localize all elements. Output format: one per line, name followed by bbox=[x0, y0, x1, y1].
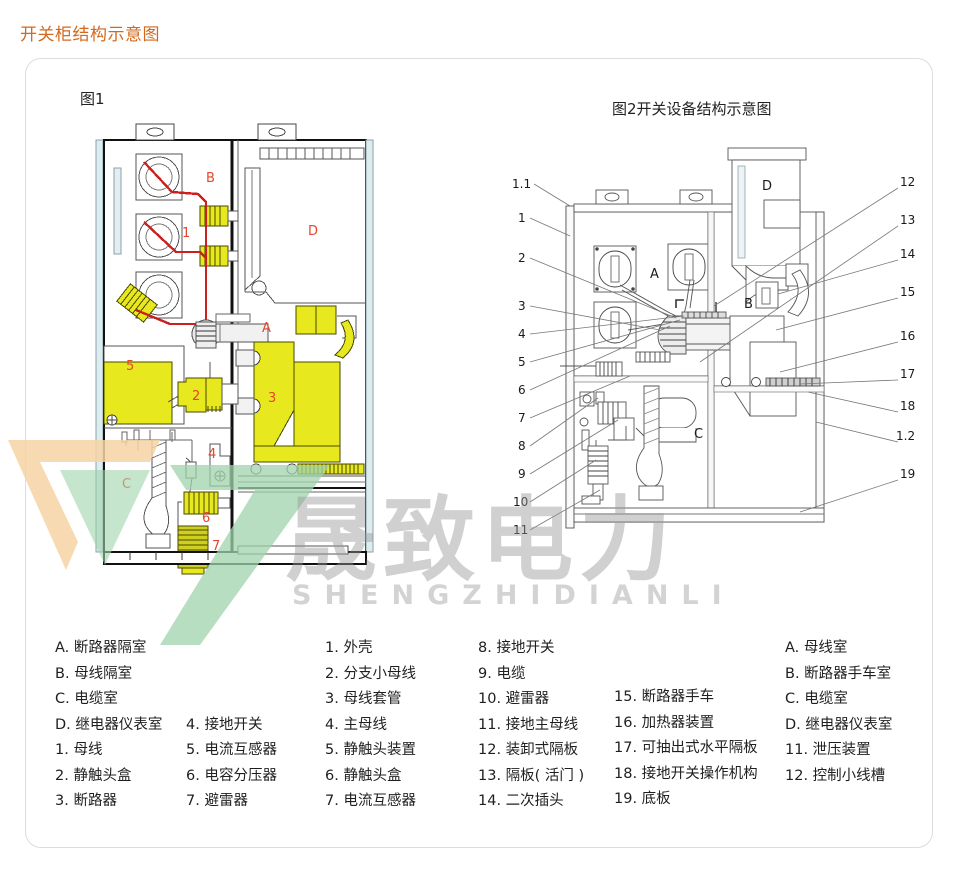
fig2-label-C: C bbox=[694, 427, 703, 442]
fig2-callout-8: 8 bbox=[518, 439, 526, 453]
legend-item: 15. 断路器手车 bbox=[614, 689, 715, 705]
fig2-callout-1.2: 1.2 bbox=[896, 429, 915, 443]
legend-column-1: 4. 接地开关 5. 电流互感器 6. 电容分压器 7. 避雷器 bbox=[186, 636, 277, 815]
legend-item: 13. 隔板( 活门 ) bbox=[478, 767, 585, 784]
legend-column-4: 15. 断路器手车 16. 加热器装置 17. 可抽出式水平隔板 18. 接地开… bbox=[614, 685, 758, 813]
fig2-callout-1.1: 1.1 bbox=[512, 177, 531, 191]
fig1-label-1: 1 bbox=[182, 226, 190, 241]
legend-item-spacer bbox=[186, 636, 277, 662]
legend-item: 3. 母线套管 bbox=[325, 691, 402, 707]
fig2-callout-6: 6 bbox=[518, 383, 526, 397]
fig2-callout-15: 15 bbox=[900, 285, 915, 299]
legend-item: 19. 底板 bbox=[614, 791, 671, 807]
fig1-label-D: D bbox=[308, 224, 318, 239]
legend-item: 2. 静触头盒 bbox=[55, 767, 132, 784]
figure1-diagram: B 1 D A 3 2 5 C 4 6 7 bbox=[95, 123, 374, 575]
fig2-callout-2: 2 bbox=[518, 251, 526, 265]
legend-item: 12. 装卸式隔板 bbox=[478, 742, 579, 758]
legend-column-3: 8. 接地开关 9. 电缆 10. 避雷器 11. 接地主母线 12. 装卸式隔… bbox=[478, 636, 584, 815]
fig2-callout-16: 16 bbox=[900, 329, 915, 343]
legend-item: A. 母线室 bbox=[785, 640, 848, 656]
fig2-callout-1: 1 bbox=[518, 211, 526, 225]
legend-item: 12. 控制小线槽 bbox=[785, 767, 886, 784]
legend: A. 断路器隔室 B. 母线隔室 C. 电缆室 D. 继电器仪表室 1. 母线 … bbox=[0, 636, 960, 816]
fig1-label-6: 6 bbox=[202, 511, 210, 526]
legend-item: 14. 二次插头 bbox=[478, 793, 564, 809]
fig1-label-5: 5 bbox=[126, 359, 134, 374]
legend-item: 4. 主母线 bbox=[325, 716, 387, 733]
legend-item: 5. 电流互感器 bbox=[186, 742, 277, 758]
legend-item: 4. 接地开关 bbox=[186, 716, 263, 733]
legend-item: D. 继电器仪表室 bbox=[55, 716, 163, 733]
legend-item-spacer bbox=[186, 687, 277, 713]
figure2-diagram: A B C D 1.1 1 2 3 4 5 6 7 8 9 10 11 12 1… bbox=[512, 147, 915, 537]
fig2-callout-12: 12 bbox=[900, 175, 915, 189]
legend-item: B. 断路器手车室 bbox=[785, 665, 892, 682]
page-title: 开关柜结构示意图 bbox=[20, 25, 160, 45]
legend-item: 9. 电缆 bbox=[478, 665, 526, 682]
fig2-label-A: A bbox=[650, 267, 659, 282]
fig2-label-B: B bbox=[744, 297, 753, 312]
legend-column-5: A. 母线室 B. 断路器手车室 C. 电缆室 D. 继电器仪表室 11. 泄压… bbox=[785, 636, 892, 789]
legend-item: 10. 避雷器 bbox=[478, 691, 550, 707]
fig2-callout-7: 7 bbox=[518, 411, 526, 425]
legend-item: C. 电缆室 bbox=[55, 691, 118, 707]
legend-item: 11. 泄压装置 bbox=[785, 742, 871, 758]
fig2-callout-14: 14 bbox=[900, 247, 915, 261]
fig2-label-D: D bbox=[762, 179, 772, 194]
figure2-caption: 图2开关设备结构示意图 bbox=[612, 100, 772, 118]
fig2-callout-18: 18 bbox=[900, 399, 915, 413]
legend-item: 16. 加热器装置 bbox=[614, 714, 715, 731]
fig2-callout-4: 4 bbox=[518, 327, 526, 341]
figure1-caption: 图1 bbox=[80, 90, 105, 108]
legend-item: 8. 接地开关 bbox=[478, 640, 555, 656]
legend-item: 1. 外壳 bbox=[325, 640, 373, 656]
legend-item: C. 电缆室 bbox=[785, 691, 848, 707]
legend-item: 2. 分支小母线 bbox=[325, 665, 416, 682]
legend-item: 1. 母线 bbox=[55, 742, 103, 758]
fig2-callout-19: 19 bbox=[900, 467, 915, 481]
legend-item: B. 母线隔室 bbox=[55, 665, 133, 682]
legend-column-2: 1. 外壳 2. 分支小母线 3. 母线套管 4. 主母线 5. 静触头装置 6… bbox=[325, 636, 416, 815]
fig1-label-C: C bbox=[122, 477, 131, 492]
fig1-label-B: B bbox=[206, 171, 215, 186]
legend-item: 6. 电容分压器 bbox=[186, 767, 277, 784]
legend-item-spacer bbox=[186, 662, 277, 688]
fig2-callout-5: 5 bbox=[518, 355, 526, 369]
legend-item: D. 继电器仪表室 bbox=[785, 716, 893, 733]
fig2-callout-3: 3 bbox=[518, 299, 526, 313]
legend-item: 7. 电流互感器 bbox=[325, 793, 416, 809]
legend-item: 18. 接地开关操作机构 bbox=[614, 765, 758, 782]
fig2-callout-13: 13 bbox=[900, 213, 915, 227]
legend-item: 6. 静触头盒 bbox=[325, 767, 402, 784]
fig1-label-A: A bbox=[262, 321, 271, 336]
fig2-callout-9: 9 bbox=[518, 467, 526, 481]
legend-item: 11. 接地主母线 bbox=[478, 716, 579, 733]
fig1-label-3: 3 bbox=[268, 391, 276, 406]
fig2-callout-11: 11 bbox=[513, 523, 528, 537]
fig2-callout-10: 10 bbox=[513, 495, 528, 509]
fig1-label-2: 2 bbox=[192, 389, 200, 404]
fig1-label-7: 7 bbox=[212, 539, 220, 554]
fig1-label-4: 4 bbox=[208, 447, 216, 462]
legend-item: 3. 断路器 bbox=[55, 793, 117, 809]
legend-item: 7. 避雷器 bbox=[186, 793, 248, 809]
legend-item: A. 断路器隔室 bbox=[55, 640, 147, 656]
fig2-callout-17: 17 bbox=[900, 367, 915, 381]
legend-item: 17. 可抽出式水平隔板 bbox=[614, 740, 758, 756]
legend-column-0: A. 断路器隔室 B. 母线隔室 C. 电缆室 D. 继电器仪表室 1. 母线 … bbox=[55, 636, 162, 815]
legend-item: 5. 静触头装置 bbox=[325, 742, 416, 758]
